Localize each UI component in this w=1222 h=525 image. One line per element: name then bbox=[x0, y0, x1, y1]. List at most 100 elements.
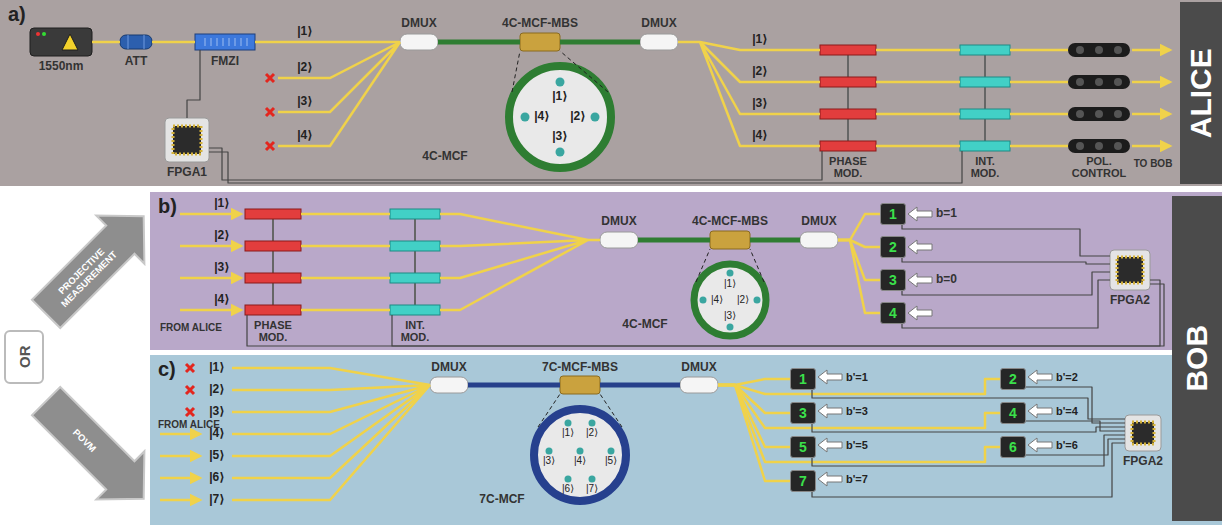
multicore-fiber bbox=[438, 40, 520, 45]
fiber-core bbox=[556, 78, 565, 87]
polarization-controller bbox=[1076, 46, 1084, 54]
control-wire bbox=[812, 443, 1125, 497]
control-wire bbox=[902, 280, 1110, 328]
component-label: INT. MOD. bbox=[960, 155, 1010, 179]
fiber-arrow bbox=[160, 433, 200, 436]
control-wire bbox=[902, 225, 1110, 256]
control-wire bbox=[812, 435, 1125, 466]
fiber-interferometer bbox=[205, 38, 247, 46]
component-label: |3⟩ bbox=[724, 310, 736, 322]
component-label: OR bbox=[15, 346, 32, 369]
annotation-label: |1⟩ bbox=[214, 197, 230, 211]
annotation-label: |2⟩ bbox=[209, 383, 225, 397]
component-label: 4C-MCF bbox=[622, 318, 667, 332]
optical-fiber bbox=[1010, 50, 1068, 146]
control-wire bbox=[247, 280, 1160, 346]
annotation-label: |3⟩ bbox=[297, 95, 313, 109]
fiber-cross-section bbox=[694, 264, 766, 336]
optical-fiber bbox=[301, 214, 390, 310]
blocked-mark bbox=[186, 408, 194, 416]
component-label: POL. CONTROL bbox=[1068, 155, 1130, 179]
panel-ground bbox=[150, 355, 1222, 525]
component-label: |4⟩ bbox=[574, 455, 586, 467]
polarization-controller bbox=[1095, 78, 1103, 86]
fiber-arrow bbox=[180, 277, 241, 280]
optical-fiber bbox=[838, 240, 880, 280]
demultiplexer bbox=[400, 34, 838, 393]
annotation-label: |7⟩ bbox=[209, 493, 225, 507]
component-label: |4⟩ bbox=[534, 110, 550, 124]
annotation-label: |1⟩ bbox=[209, 361, 225, 375]
fiber-interferometer bbox=[195, 34, 255, 50]
zoom-line bbox=[696, 249, 764, 282]
polarization-controller bbox=[1068, 139, 1130, 153]
component-label: 4C-MCF-MBS bbox=[692, 215, 768, 229]
component-label: |6⟩ bbox=[562, 483, 574, 495]
demultiplexer bbox=[400, 34, 438, 50]
demultiplexer bbox=[600, 232, 638, 248]
fiber-stub bbox=[232, 42, 430, 500]
annotation-label: FROM ALICE bbox=[160, 322, 222, 334]
fiber-arrow bbox=[1132, 113, 1170, 116]
component-label: c) bbox=[158, 358, 176, 381]
detector-pointer bbox=[818, 438, 842, 452]
detector-pointer bbox=[908, 240, 932, 254]
fiber-cross-section: |1⟩|2⟩|3⟩|4⟩4C-MCF bbox=[690, 260, 770, 340]
laser-source bbox=[42, 32, 46, 36]
control-wire bbox=[1026, 439, 1125, 455]
fiber-interferometer bbox=[195, 34, 255, 50]
component-label: |2⟩ bbox=[737, 294, 749, 306]
annotation-label: |1⟩ bbox=[752, 33, 768, 47]
annotation-label: b=0 bbox=[936, 273, 957, 287]
phase-modulator: PHASE MOD. bbox=[245, 209, 301, 315]
demultiplexer: DMUX bbox=[640, 34, 678, 50]
annotation-label: b'=2 bbox=[1056, 371, 1078, 384]
fiber-arrow bbox=[1132, 145, 1170, 148]
fiber-core bbox=[589, 420, 596, 427]
component-label: 1550nm bbox=[39, 60, 84, 74]
demultiplexer: DMUX bbox=[430, 377, 468, 393]
control-wire bbox=[209, 151, 962, 183]
optical-fiber bbox=[876, 50, 960, 146]
detector: 2 bbox=[880, 236, 906, 258]
optical-fiber bbox=[718, 385, 1000, 428]
control-wire bbox=[902, 258, 1110, 264]
fiber-cross-section bbox=[509, 66, 766, 501]
demultiplexer: DMUX bbox=[800, 232, 838, 248]
detector-pointer bbox=[908, 273, 932, 287]
optical-fiber bbox=[838, 214, 880, 240]
multicore-fiber bbox=[638, 238, 710, 243]
multicore-fiber bbox=[468, 383, 560, 388]
optical-fiber bbox=[255, 41, 400, 44]
multicore-beam-splitter bbox=[560, 376, 600, 394]
laser-source bbox=[30, 28, 92, 56]
detector-pointer bbox=[818, 404, 842, 418]
demultiplexer: DMUX bbox=[680, 377, 718, 393]
detector: 3 bbox=[790, 402, 816, 424]
component-label: |2⟩ bbox=[570, 110, 586, 124]
fiber-cross-section: |1⟩|2⟩|3⟩|4⟩4C-MCF bbox=[505, 62, 615, 172]
component-label: 4C-MCF bbox=[422, 150, 467, 164]
fpga: FPGA2 bbox=[1110, 250, 1150, 290]
optical-fiber bbox=[440, 214, 600, 310]
annotation-label: |3⟩ bbox=[209, 405, 225, 419]
detector: 7 bbox=[790, 470, 816, 492]
polarization-controller bbox=[1095, 142, 1103, 150]
intensity-modulator bbox=[960, 109, 1010, 119]
multicore-fiber bbox=[600, 383, 680, 388]
fiber-arrow bbox=[180, 309, 241, 312]
control-wire bbox=[1026, 387, 1125, 423]
laser: 1550nm bbox=[30, 28, 92, 56]
panel: b)PHASE MOD.INT. MOD.DMUX4C-MCF-MBSDMUX|… bbox=[150, 192, 1222, 350]
interferometer: FMZI bbox=[195, 34, 255, 50]
optical-fiber bbox=[718, 385, 1000, 462]
optical-fiber bbox=[718, 385, 790, 481]
component-label: 2 bbox=[1009, 371, 1017, 387]
laser-source bbox=[62, 34, 78, 50]
phase-modulator bbox=[245, 305, 301, 315]
intensity-modulator bbox=[390, 273, 440, 283]
fiber-arrow bbox=[1132, 49, 1170, 52]
component-label: 5 bbox=[799, 439, 807, 455]
component-label: 7 bbox=[799, 473, 807, 489]
detector: 4 bbox=[1000, 402, 1026, 424]
